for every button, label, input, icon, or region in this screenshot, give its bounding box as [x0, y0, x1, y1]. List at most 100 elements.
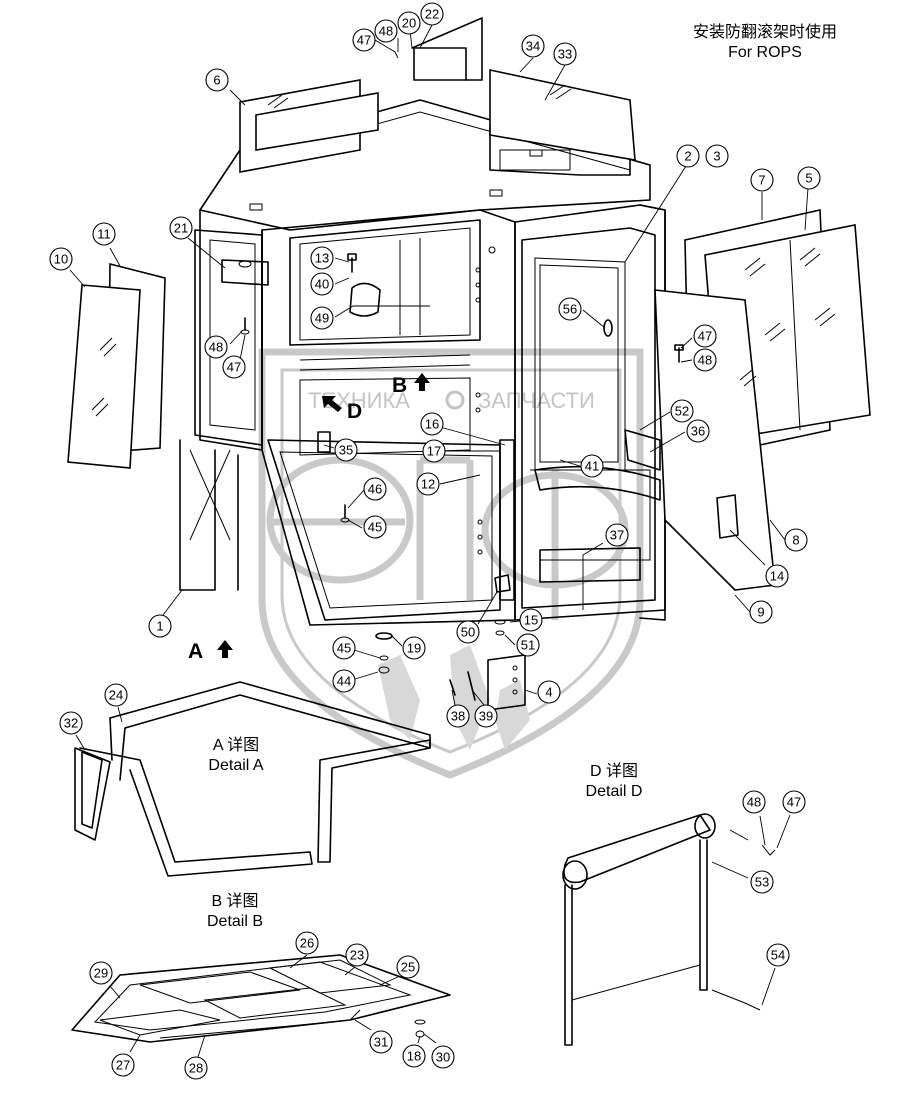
svg-text:29: 29: [94, 966, 108, 981]
window-panel-33-34: [489, 69, 636, 161]
svg-text:52: 52: [675, 404, 689, 419]
svg-text:22: 22: [425, 7, 439, 22]
svg-text:34: 34: [526, 39, 540, 54]
svg-text:36: 36: [691, 424, 705, 439]
svg-text:4: 4: [545, 685, 552, 700]
callout-53: 53: [750, 870, 774, 894]
callout-22: 22: [420, 2, 444, 26]
callout-29: 29: [89, 961, 113, 985]
svg-text:47: 47: [357, 33, 371, 48]
callout-36: 36: [686, 419, 710, 443]
callout-34: 34: [521, 34, 545, 58]
view-arrow-a: A: [188, 640, 233, 663]
callout-45-lower: 45: [332, 636, 356, 660]
rops-note-cn: 安装防翻滚架时使用: [693, 23, 837, 41]
svg-text:15: 15: [524, 613, 538, 628]
svg-text:53: 53: [755, 875, 769, 890]
callout-30: 30: [431, 1045, 455, 1069]
svg-text:14: 14: [770, 569, 784, 584]
callout-51: 51: [516, 633, 540, 657]
callout-8: 8: [784, 528, 808, 552]
detail-d-label-cn: D 详图: [590, 762, 638, 780]
callout-50: 50: [456, 620, 480, 644]
callout-48-top: 48: [374, 19, 398, 43]
callout-26: 26: [295, 931, 319, 955]
detail-b-floor-mat: [71, 954, 451, 1043]
svg-text:10: 10: [54, 252, 68, 267]
callout-15: 15: [519, 608, 543, 632]
svg-text:21: 21: [174, 221, 188, 236]
callout-47-detail-d: 47: [782, 790, 806, 814]
view-label-a: A: [188, 640, 203, 663]
svg-text:44: 44: [337, 674, 351, 689]
view-label-d: D: [347, 400, 362, 423]
callout-35: 35: [334, 438, 358, 462]
callout-5: 5: [797, 166, 821, 190]
svg-text:33: 33: [558, 47, 572, 62]
view-label-b: B: [392, 374, 407, 397]
gear-icon: [445, 390, 465, 410]
view-arrow-d: D: [322, 396, 362, 423]
callout-14: 14: [765, 564, 789, 588]
rops-note-en: For ROPS: [728, 44, 802, 61]
svg-text:48: 48: [209, 340, 223, 355]
svg-text:54: 54: [771, 948, 785, 963]
detail-d-sun-blind: [562, 813, 776, 1046]
callout-25: 25: [396, 955, 420, 979]
svg-text:11: 11: [97, 227, 111, 242]
detail-a-label-en: Detail A: [208, 757, 263, 774]
callout-6: 6: [205, 68, 229, 92]
rops-plate: [411, 17, 483, 81]
callout-32: 32: [59, 711, 83, 735]
svg-text:31: 31: [374, 1035, 388, 1050]
svg-text:27: 27: [116, 1058, 130, 1073]
callout-38: 38: [446, 704, 470, 728]
svg-text:48: 48: [379, 24, 393, 39]
detail-a-seal-frame: [74, 681, 431, 877]
callout-10: 10: [49, 247, 73, 271]
callout-39: 39: [474, 704, 498, 728]
svg-text:37: 37: [610, 528, 624, 543]
svg-text:26: 26: [300, 936, 314, 951]
detail-d-label-en: Detail D: [586, 783, 643, 800]
svg-text:5: 5: [805, 171, 812, 186]
svg-text:1: 1: [156, 619, 163, 634]
svg-text:47: 47: [698, 329, 712, 344]
callout-7: 7: [750, 168, 774, 192]
callout-46: 46: [363, 477, 387, 501]
svg-text:32: 32: [64, 716, 78, 731]
svg-text:47: 47: [787, 795, 801, 810]
svg-text:18: 18: [407, 1049, 421, 1064]
callout-1: 1: [148, 614, 172, 638]
callout-49: 49: [310, 306, 334, 330]
svg-text:25: 25: [401, 960, 415, 975]
window-panel-33: [489, 69, 636, 161]
callout-23: 23: [345, 943, 369, 967]
callout-12: 12: [416, 472, 440, 496]
svg-text:40: 40: [315, 277, 329, 292]
svg-text:48: 48: [747, 795, 761, 810]
callout-13: 13: [310, 246, 334, 270]
callout-40: 40: [310, 272, 334, 296]
callout-37: 37: [605, 523, 629, 547]
svg-text:20: 20: [402, 16, 416, 31]
svg-text:49: 49: [315, 311, 329, 326]
svg-text:38: 38: [451, 709, 465, 724]
callout-24: 24: [104, 683, 128, 707]
callout-45-upper: 45: [363, 515, 387, 539]
callout-9: 9: [749, 600, 773, 624]
callout-48-left: 48: [204, 335, 228, 359]
arrow-up-left-icon: [322, 396, 342, 412]
svg-text:45: 45: [368, 520, 382, 535]
svg-text:17: 17: [427, 444, 441, 459]
callout-20: 20: [397, 11, 421, 35]
callout-27: 27: [111, 1053, 135, 1077]
svg-text:8: 8: [792, 533, 799, 548]
svg-text:45: 45: [337, 641, 351, 656]
callout-28: 28: [184, 1056, 208, 1080]
svg-text:23: 23: [350, 948, 364, 963]
callout-52: 52: [670, 399, 694, 423]
svg-text:46: 46: [368, 482, 382, 497]
callout-bubbles: 1 2 3 4 5 6 7 8 9 10 11 12 13 14 15 16 1…: [49, 2, 821, 1080]
